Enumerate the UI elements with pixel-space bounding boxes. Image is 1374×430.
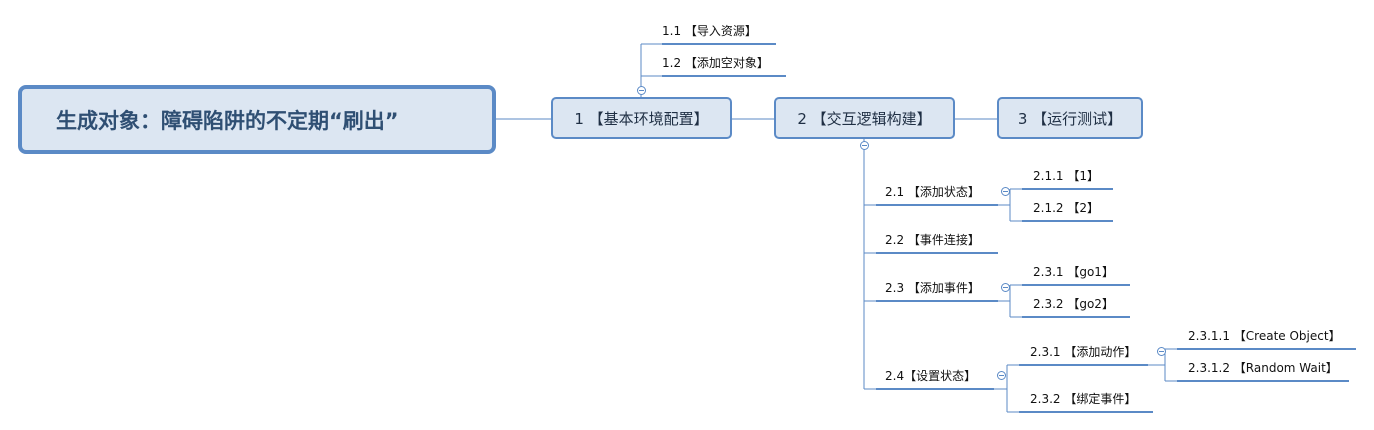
topic-basic-env-config[interactable]: 1 【基本环境配置】 xyxy=(551,97,732,139)
subtopic-add-action[interactable]: 2.3.1 【添加动作】 xyxy=(1030,345,1137,359)
subtopic-state-1[interactable]: 2.1.1 【1】 xyxy=(1033,169,1099,183)
subtopic-add-event[interactable]: 2.3 【添加事件】 xyxy=(885,281,980,295)
collapse-toggle-icon[interactable] xyxy=(860,141,869,150)
collapse-toggle-icon[interactable] xyxy=(997,371,1006,380)
collapse-toggle-icon[interactable] xyxy=(1157,347,1166,356)
subtopic-random-wait[interactable]: 2.3.1.2 【Random Wait】 xyxy=(1188,361,1338,375)
subtopic-set-state[interactable]: 2.4【设置状态】 xyxy=(885,369,977,383)
subtopic-add-empty-object[interactable]: 1.2 【添加空对象】 xyxy=(662,56,769,70)
subtopic-event-go2[interactable]: 2.3.2 【go2】 xyxy=(1033,297,1114,311)
collapse-toggle-icon[interactable] xyxy=(637,86,646,95)
subtopic-bind-event[interactable]: 2.3.2 【绑定事件】 xyxy=(1030,392,1137,406)
subtopic-event-go1[interactable]: 2.3.1 【go1】 xyxy=(1033,265,1114,279)
root-topic[interactable]: 生成对象：障碍陷阱的不定期“刷出” xyxy=(18,85,496,154)
subtopic-create-object[interactable]: 2.3.1.1 【Create Object】 xyxy=(1188,329,1341,343)
topic-run-test[interactable]: 3 【运行测试】 xyxy=(997,97,1143,139)
subtopic-add-state[interactable]: 2.1 【添加状态】 xyxy=(885,185,980,199)
collapse-toggle-icon[interactable] xyxy=(1001,187,1010,196)
subtopic-state-2[interactable]: 2.1.2 【2】 xyxy=(1033,201,1099,215)
topic-interaction-logic[interactable]: 2 【交互逻辑构建】 xyxy=(774,97,955,139)
subtopic-import-resources[interactable]: 1.1 【导入资源】 xyxy=(662,24,757,38)
collapse-toggle-icon[interactable] xyxy=(1001,283,1010,292)
subtopic-event-connect[interactable]: 2.2 【事件连接】 xyxy=(885,233,980,247)
